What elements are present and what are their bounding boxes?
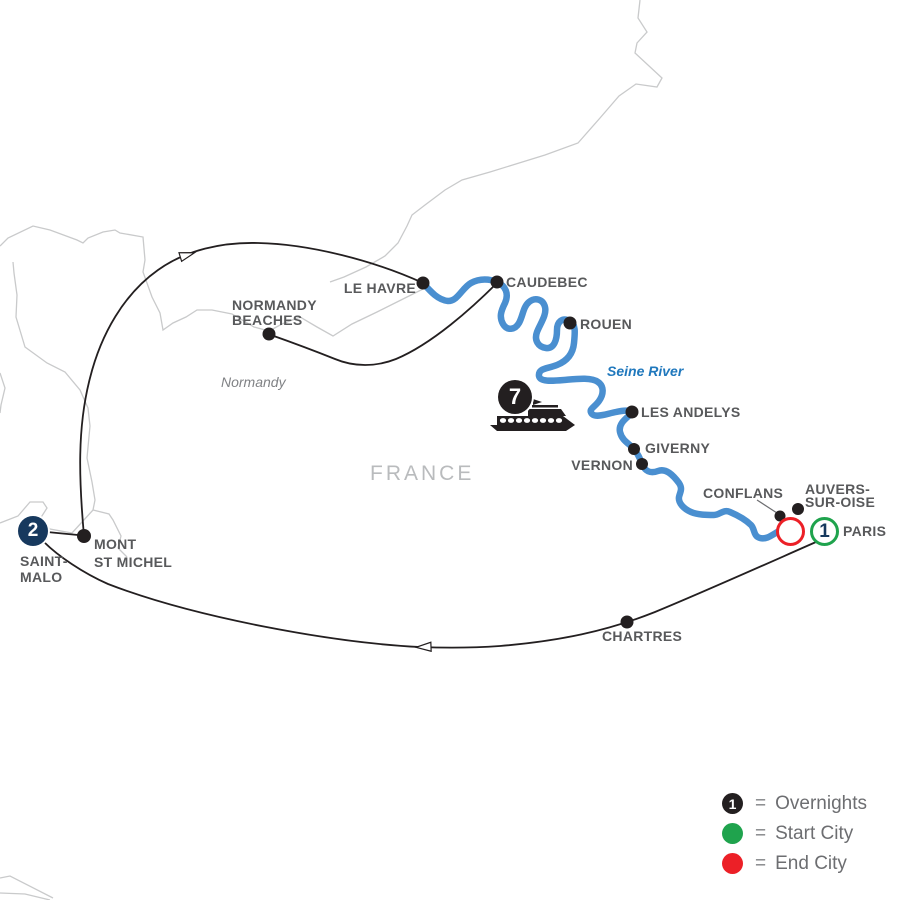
route-caudebec-to-normandy-beaches [270, 282, 498, 366]
route-saint-malo-to-mont-st-michel [46, 531, 79, 536]
city-dot-giverny [628, 443, 640, 455]
label-saint-malo: SAINT- MALO [20, 553, 68, 585]
label-caudebec: CAUDEBEC [506, 274, 588, 290]
legend-row-start-city: = Start City [722, 823, 867, 844]
start-city-dot-icon [722, 823, 743, 844]
legend-equals: = [755, 852, 767, 874]
arrow-icon-east [178, 252, 197, 263]
legend-label-start-city: Start City [775, 822, 854, 844]
ship-icon [490, 399, 575, 431]
legend-label-end-city: End City [775, 852, 847, 874]
start-city-ring-paris: 1 [810, 517, 839, 546]
route-paris-to-saint-malo [43, 541, 817, 649]
region-label-normandy: Normandy [221, 374, 286, 390]
label-rouen: ROUEN [580, 316, 633, 332]
cruise-nights-badge: 7 [498, 380, 532, 414]
map-legend: 1 = Overnights = Start City = End City [722, 793, 867, 883]
city-dot-caudebec [490, 275, 504, 289]
land-route-lines [43, 242, 817, 649]
overnights-badge-icon: 1 [722, 793, 743, 814]
label-normandy-beaches: NORMANDY BEACHES [232, 297, 317, 328]
end-city-dot-icon [722, 853, 743, 874]
label-chartres: CHARTRES [602, 628, 683, 644]
city-dot-mont-st-michel [77, 529, 91, 543]
legend-equals: = [755, 822, 767, 844]
city-dot-chartres [620, 615, 634, 629]
country-label-france: FRANCE [370, 462, 475, 485]
arrow-icon-west [413, 641, 432, 653]
legend-row-end-city: = End City [722, 853, 867, 874]
legend-row-overnights: 1 = Overnights [722, 793, 867, 814]
route-arrows [178, 252, 432, 653]
city-dots [77, 275, 804, 629]
legend-equals: = [755, 792, 767, 814]
route-mont-st-michel-to-le-havre [79, 242, 424, 537]
city-dot-vernon [636, 458, 648, 470]
city-dot-auvers-sur-oise [792, 503, 804, 515]
label-mont-st-michel: MONT ST MICHEL [94, 536, 173, 570]
label-auvers-sur-oise: AUVERS- SUR-OISE [805, 481, 876, 510]
city-dot-les-andelys [625, 405, 639, 419]
label-le-havre: LE HAVRE [343, 280, 416, 296]
label-les-andelys: LES ANDELYS [641, 404, 741, 420]
label-paris: PARIS [843, 523, 887, 539]
city-dot-normandy-beaches [262, 327, 276, 341]
conflans-leader-line [756, 499, 778, 514]
seine-river-line [419, 276, 787, 542]
end-city-ring-paris [776, 517, 805, 546]
city-dot-rouen [563, 316, 577, 330]
overnights-badge-saint-malo: 2 [18, 516, 48, 546]
river-label-seine: Seine River [607, 363, 684, 379]
label-conflans: CONFLANS [703, 485, 784, 501]
label-giverny: GIVERNY [645, 440, 711, 456]
coastline-lines [0, 0, 663, 900]
city-dot-le-havre [416, 276, 430, 290]
label-vernon: VERNON [571, 457, 633, 473]
legend-label-overnights: Overnights [775, 792, 867, 814]
